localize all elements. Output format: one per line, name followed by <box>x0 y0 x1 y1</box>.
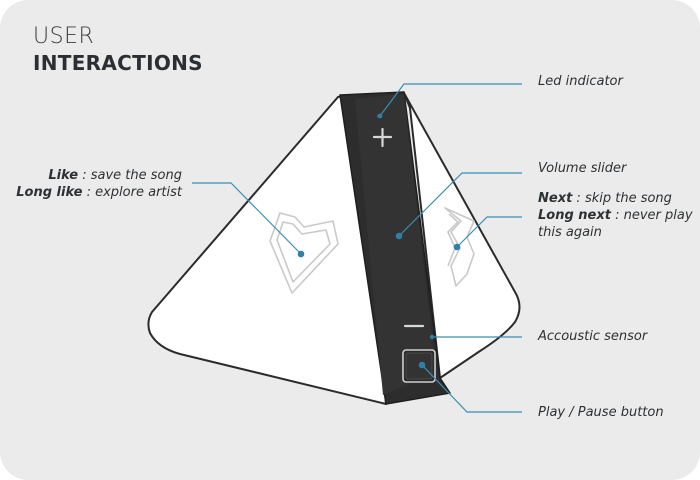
leader-play <box>421 364 522 413</box>
leader-next <box>456 216 522 248</box>
device-strip-highlight <box>355 94 436 395</box>
label-long-next-text: : never play <box>610 208 693 223</box>
label-next-bold: Next <box>538 191 573 206</box>
callout-dots <box>297 113 461 369</box>
dot-next <box>453 243 461 251</box>
plus-icon[interactable] <box>372 127 393 148</box>
label-accoustic-sensor: Accoustic sensor <box>538 329 648 344</box>
label-like: Like : save the song Long like : explore… <box>16 167 182 201</box>
label-play-pause: Play / Pause button <box>538 405 664 420</box>
dot-like <box>297 250 305 258</box>
leader-like <box>192 182 302 255</box>
dot-sensor <box>429 334 435 340</box>
dot-volume <box>395 232 403 240</box>
double-arrow-icon[interactable] <box>444 207 475 287</box>
dot-play <box>418 361 426 369</box>
device-right-face <box>403 92 521 379</box>
leader-led <box>379 83 522 117</box>
dot-led <box>377 113 383 119</box>
label-long-next-text-2: this again <box>538 225 602 240</box>
label-volume-slider: Volume slider <box>538 161 627 176</box>
title-line-user: USER <box>33 24 95 49</box>
label-like-bold: Like <box>48 168 79 183</box>
label-led-indicator: Led indicator <box>538 74 623 89</box>
heart-icon[interactable] <box>269 212 339 294</box>
title-line-interactions: INTERACTIONS <box>33 51 203 75</box>
label-long-next-bold: Long next <box>538 208 611 223</box>
label-like-text: : save the song <box>78 168 182 183</box>
label-next: Next : skip the song Long next : never p… <box>538 190 693 241</box>
label-next-text: : skip the song <box>572 191 672 206</box>
label-long-like-text: : explore artist <box>82 185 182 200</box>
leader-volume <box>398 172 522 237</box>
page-title: USER INTERACTIONS <box>33 24 203 75</box>
leader-lines <box>192 83 522 413</box>
label-long-like-bold: Long like <box>16 185 83 200</box>
